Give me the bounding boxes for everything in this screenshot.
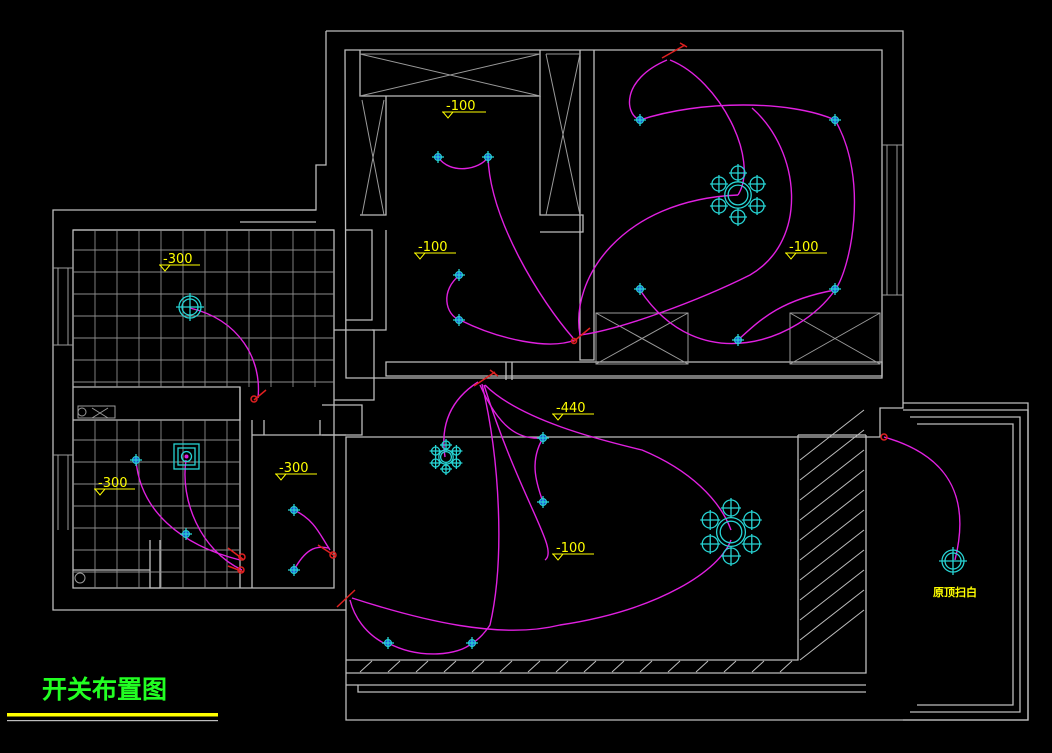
level-label: -100 [789,240,819,255]
level-label: -300 [279,461,309,476]
ceiling-lamp-icon [176,293,204,321]
downlight-icon [432,151,444,163]
downlight-icon [537,496,549,508]
downlight-icon [466,637,478,649]
chandelier-icon [429,439,463,475]
switch-symbol [336,589,356,608]
downlight-icon [732,334,744,346]
level-label: -300 [98,476,128,491]
level-label: -100 [556,541,586,556]
downlight-icon [453,269,465,281]
walls [52,30,1029,721]
switch-symbol [473,369,499,387]
downlight-icon [288,504,300,516]
level-label: -100 [446,99,476,114]
level-label: -300 [163,252,193,267]
chandelier-icon [709,164,767,226]
switch-symbol [227,547,245,573]
switch-symbol [317,544,336,557]
level-label: -100 [418,240,448,255]
level-label: -440 [556,401,586,416]
exhaust-fan-icon [173,443,200,470]
switches [227,42,888,608]
switch-symbol [253,389,267,401]
ceiling-lamp-icon [939,547,967,575]
kitchen-tiles [73,230,334,387]
downlight-icon [482,151,494,163]
downlight-icon [382,637,394,649]
bathroom-tiles [73,420,240,588]
downlight-icon [288,564,300,576]
downlight-icon [829,114,841,126]
hatching [359,409,865,673]
downlight-icon [537,432,549,444]
downlight-icon [130,454,142,466]
downlight-icon [829,283,841,295]
downlight-icon [180,528,192,540]
downlight-icon [634,114,646,126]
downlight-icon [453,314,465,326]
wiring [135,59,961,655]
switch-symbol [661,42,688,59]
level-markers: -100 -100 -100 -300 -300 -300 -440 -100 [94,99,827,561]
title-underline-thin [7,720,218,722]
chandelier-icon [700,498,762,566]
drawing-title: 开关布置图 [42,675,167,704]
title-underline [7,713,218,717]
balcony-ceiling-note: 原顶扫白 [933,585,977,599]
downlight-icon [634,283,646,295]
fixtures [130,114,967,649]
